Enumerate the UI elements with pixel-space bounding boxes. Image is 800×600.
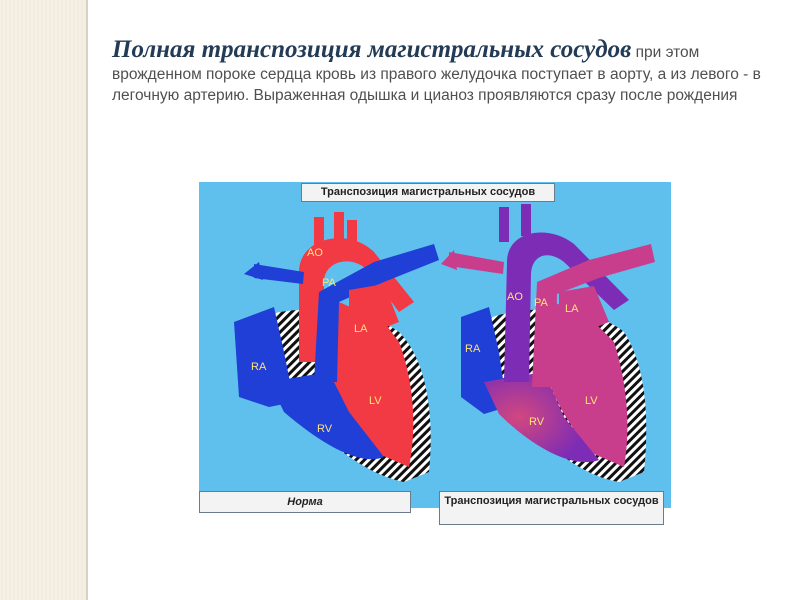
tga-label-rv: RV [529, 416, 545, 428]
normal-left-ventricle [324, 302, 414, 467]
slide-text-block: Полная транспозиция магистральных сосудо… [112, 36, 772, 106]
normal-heart: AO PA LA RA LV RV [234, 212, 439, 482]
tga-pulmonary-artery [532, 244, 655, 387]
tga-right-ventricle [484, 372, 599, 463]
tga-heart: AO PA LA RA LV RV [441, 204, 655, 482]
tga-label-la: LA [565, 303, 579, 315]
normal-label-rv: RV [317, 423, 333, 435]
figure-title: Транспозиция магистральных сосудов [301, 183, 555, 202]
normal-pulmonary-artery [314, 244, 439, 382]
normal-label-ao: AO [307, 247, 323, 259]
normal-label-pa: PA [322, 277, 337, 289]
tga-label-ao: AO [507, 291, 523, 303]
tga-label-ra: RA [465, 343, 481, 355]
normal-right-ventricle [269, 372, 384, 460]
slide-description: при этом врожденном пороке сердца кровь … [112, 44, 761, 104]
heart-diagram-svg: AO PA LA RA LV RV AO PA LA RA LV [199, 182, 671, 508]
normal-label-la: LA [354, 323, 368, 335]
slide-title: Полная транспозиция магистральных сосудо… [112, 36, 632, 63]
normal-label-lv: LV [369, 395, 382, 407]
tga-label-pa: PA [534, 297, 549, 309]
heart-diagram-figure: AO PA LA RA LV RV AO PA LA RA LV [199, 182, 671, 525]
tga-left-ventricle [539, 302, 628, 467]
slide-left-margin-strip [0, 0, 88, 600]
caption-transposition: Транспозиция магистральных сосудов [439, 491, 664, 525]
normal-label-ra: RA [251, 361, 267, 373]
caption-normal: Норма [199, 491, 411, 513]
tga-label-lv: LV [585, 395, 598, 407]
